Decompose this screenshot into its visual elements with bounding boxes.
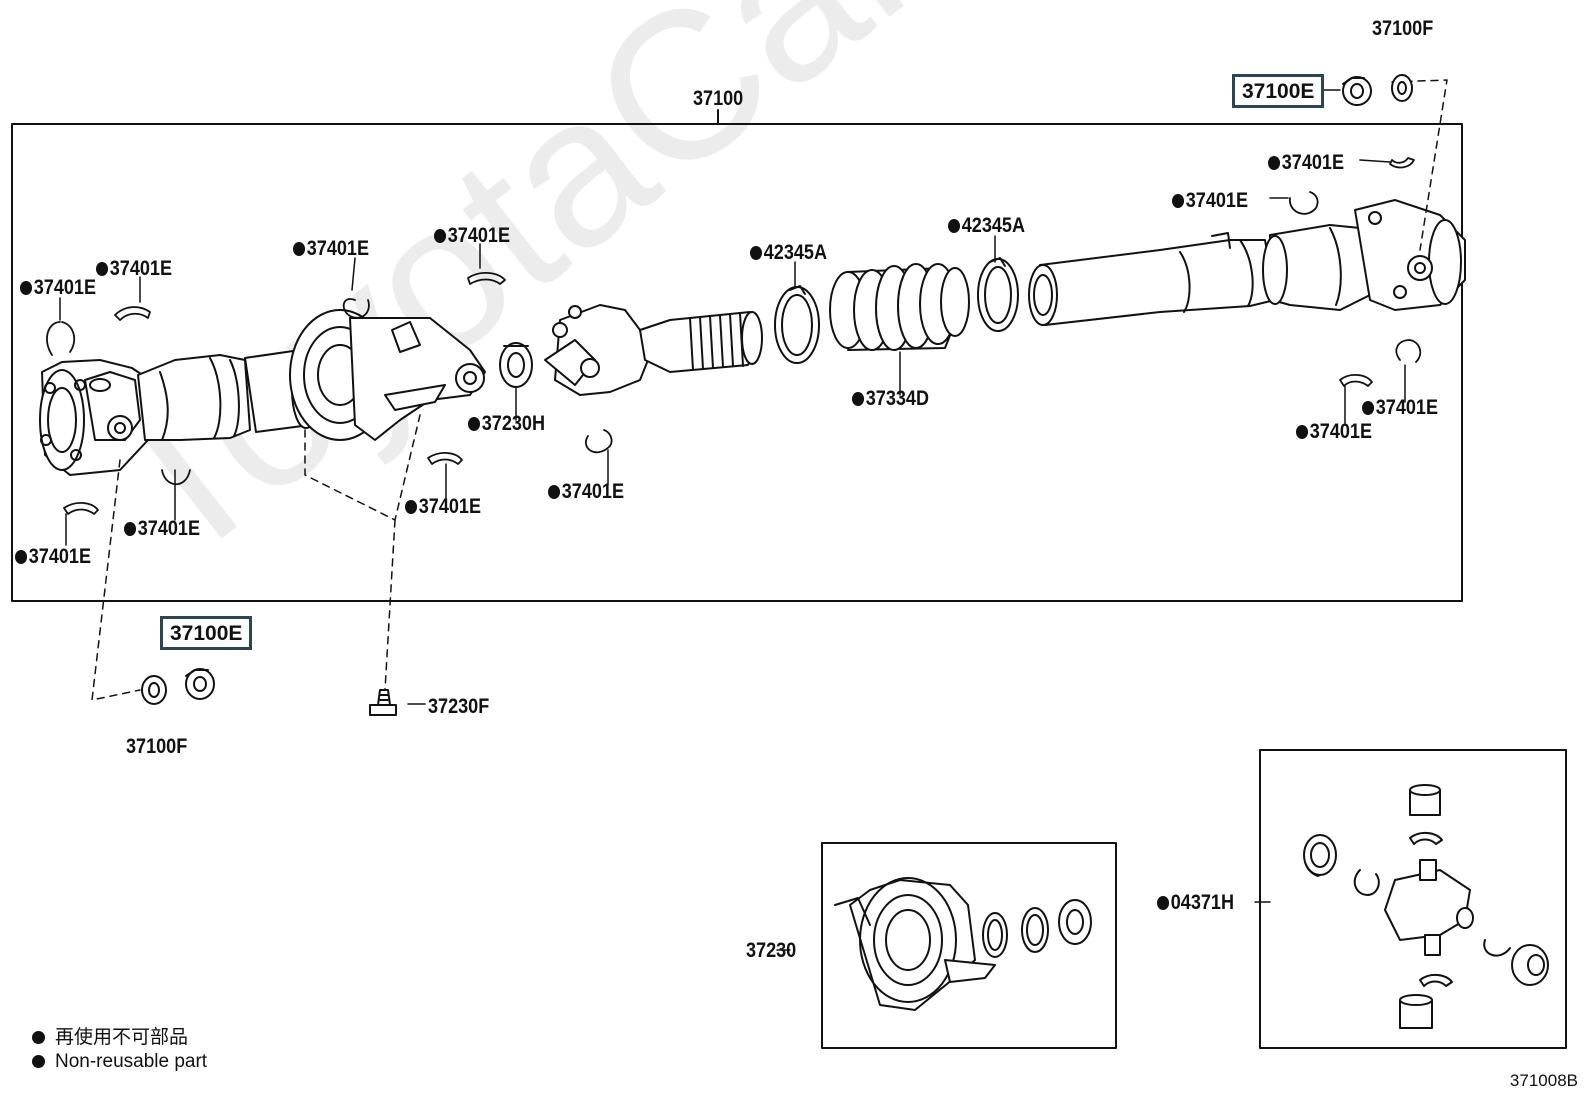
inset-center-bearing	[834, 877, 1092, 1011]
inset-spider-kit-frame	[1259, 749, 1567, 1049]
front-flange-yoke	[39, 359, 151, 476]
leader-lines	[59, 89, 1406, 951]
non-reusable-dot	[1362, 401, 1375, 415]
non-reusable-dot	[20, 281, 33, 295]
washer-37100F-bottom	[141, 675, 167, 705]
part-label-37401E-12[interactable]: 37401E	[1296, 421, 1372, 442]
non-reusable-dot	[15, 550, 28, 564]
washer-37100F-top	[1391, 74, 1413, 102]
part-label-text: 37401E	[1375, 396, 1439, 419]
nut-37100E-bottom	[185, 668, 215, 700]
bolt-37230F	[369, 689, 397, 716]
part-label-text: 37401E	[1281, 151, 1345, 174]
rear-tube	[1028, 232, 1276, 326]
part-label-text: 37230H	[481, 412, 546, 435]
part-label-37230F[interactable]: 37230F	[428, 695, 490, 718]
part-label-37230H[interactable]: 37230H	[468, 413, 545, 434]
non-reusable-dot	[548, 485, 561, 499]
part-label-04371H[interactable]: 04371H	[1157, 892, 1234, 913]
non-reusable-dot	[1157, 896, 1170, 910]
part-label-37100E-top-text: 37100E	[1242, 80, 1315, 103]
part-label-37100F-bottom[interactable]: 37100F	[126, 735, 188, 758]
rear-yoke	[1262, 199, 1466, 311]
part-label-text: 37334D	[865, 387, 930, 410]
part-label-37401E-4[interactable]: 37401E	[434, 225, 510, 246]
part-label-37401E-2[interactable]: 37401E	[96, 258, 172, 279]
front-tube	[137, 354, 251, 441]
spline-shaft	[639, 311, 763, 373]
part-label-37401E-7[interactable]: 37401E	[405, 496, 481, 517]
part-label-text: 37401E	[33, 276, 97, 299]
part-label-text: 37401E	[418, 495, 482, 518]
part-label-37230[interactable]: 37230	[746, 939, 797, 962]
part-label-37100E-top[interactable]: 37100E	[1232, 74, 1325, 109]
part-label-42345A-2[interactable]: 42345A	[948, 215, 1025, 236]
legend-en-text: Non-reusable part	[55, 1051, 208, 1072]
non-reusable-dot	[852, 392, 865, 406]
part-label-text: 37401E	[306, 237, 370, 260]
part-label-text: 37401E	[1185, 189, 1249, 212]
legend-jp-text: 再使用不可部品	[55, 1027, 189, 1048]
part-label-37100E-bottom[interactable]: 37100E	[160, 616, 253, 651]
part-label-text: 04371H	[1170, 891, 1235, 914]
non-reusable-dot	[293, 242, 306, 256]
snap-rings	[46, 157, 1422, 515]
part-label-text: 42345A	[763, 241, 828, 264]
clamp-42345A-1	[774, 285, 820, 364]
inset-center-bearing-frame	[821, 842, 1117, 1049]
part-label-text: 37401E	[561, 480, 625, 503]
part-label-37100F-top[interactable]: 37100F	[1372, 17, 1434, 40]
part-label-text: 37401E	[1309, 420, 1373, 443]
non-reusable-dot	[405, 500, 418, 514]
nut-37100E-top	[1342, 76, 1372, 106]
clamp-42345A-2	[977, 257, 1019, 332]
part-label-37401E-5[interactable]: 37401E	[124, 518, 200, 539]
part-label-text: 37401E	[109, 257, 173, 280]
part-label-37401E-6[interactable]: 37401E	[15, 546, 91, 567]
non-reusable-dot	[948, 219, 961, 233]
part-label-37401E-11[interactable]: 37401E	[1362, 397, 1438, 418]
legend-dot	[32, 1055, 45, 1068]
part-label-37100E-bottom-text: 37100E	[170, 622, 243, 645]
center-bearing	[289, 309, 486, 441]
non-reusable-dot	[124, 522, 137, 536]
part-label-37401E-9[interactable]: 37401E	[1268, 152, 1344, 173]
non-reusable-dot	[1172, 194, 1185, 208]
part-label-42345A-1[interactable]: 42345A	[750, 242, 827, 263]
boot-37334D	[829, 263, 970, 351]
non-reusable-dot	[434, 229, 447, 243]
part-label-37334D[interactable]: 37334D	[852, 388, 929, 409]
part-label-37401E-10[interactable]: 37401E	[1172, 190, 1248, 211]
assembly-frame	[11, 123, 1463, 602]
part-label-text: 42345A	[961, 214, 1026, 237]
inset-spider-kit	[1303, 784, 1549, 1029]
part-label-text: 37401E	[447, 224, 511, 247]
legend-japanese: 再使用不可部品	[32, 1028, 188, 1047]
part-label-37401E-8[interactable]: 37401E	[548, 481, 624, 502]
non-reusable-dot	[1296, 425, 1309, 439]
non-reusable-dot	[96, 262, 109, 276]
assembly-label-37100[interactable]: 37100	[693, 87, 744, 110]
part-label-37401E-3[interactable]: 37401E	[293, 238, 369, 259]
cushion-37230H	[499, 342, 533, 388]
part-label-text: 37401E	[28, 545, 92, 568]
legend-english: Non-reusable part	[32, 1052, 207, 1071]
non-reusable-dot	[750, 246, 763, 260]
part-label-37401E-1[interactable]: 37401E	[20, 277, 96, 298]
legend-dot	[32, 1031, 45, 1044]
part-label-text: 37401E	[137, 517, 201, 540]
non-reusable-dot	[468, 417, 481, 431]
non-reusable-dot	[1268, 156, 1281, 170]
middle-yoke	[544, 304, 651, 396]
diagram-code: 371008B	[1509, 1071, 1578, 1090]
